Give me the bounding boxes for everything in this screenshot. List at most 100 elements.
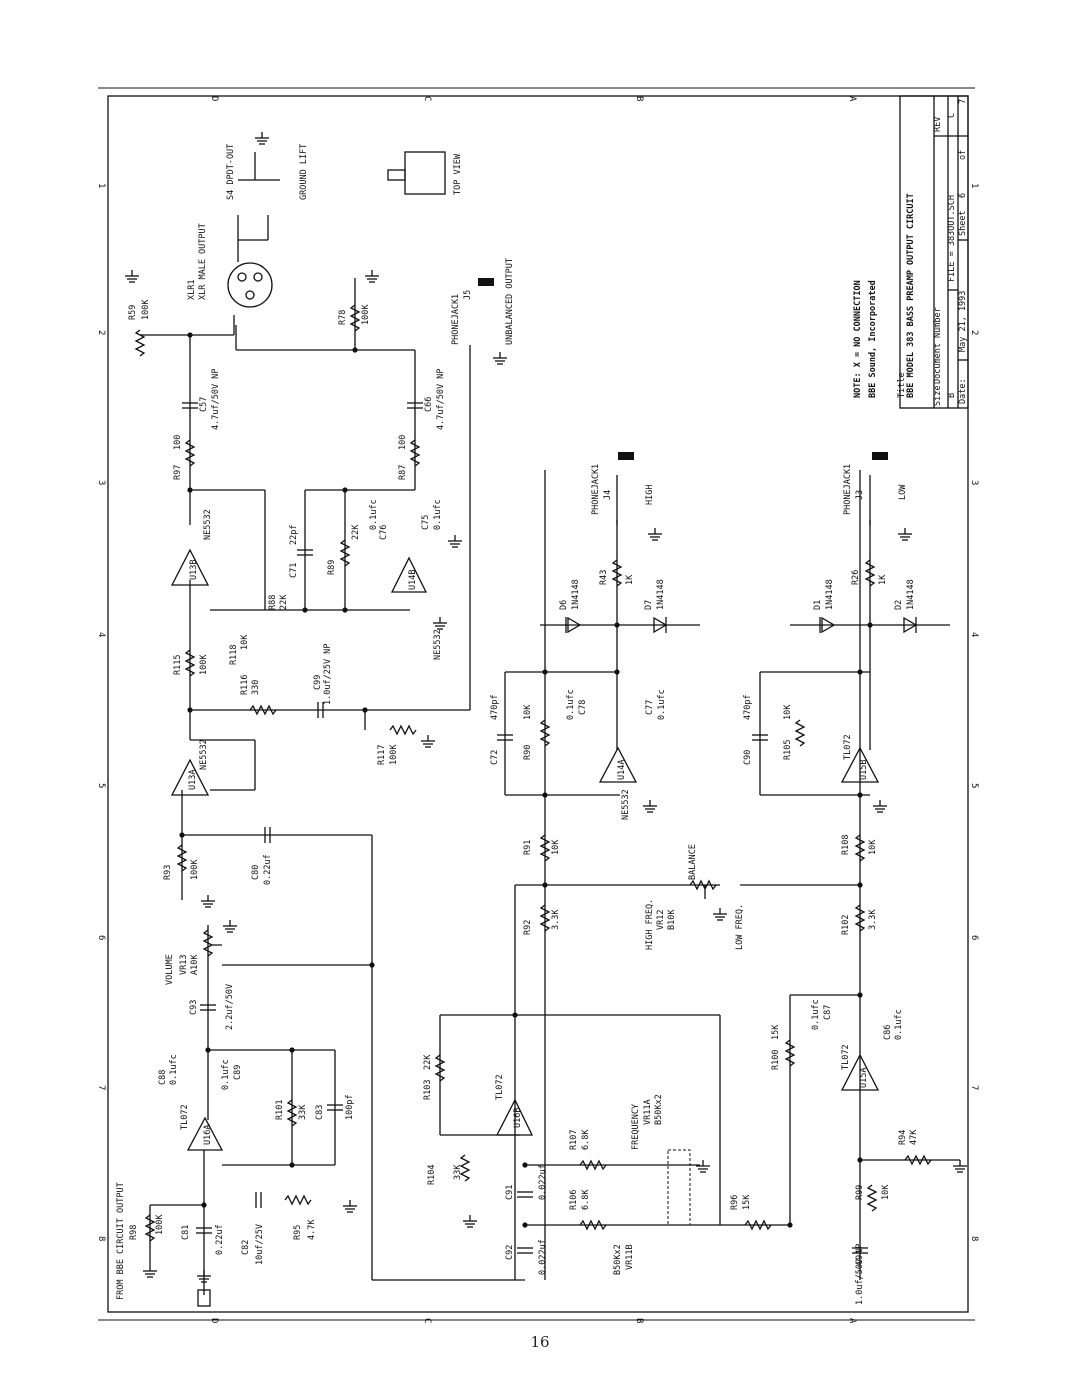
- sheet-label: Sheet: [958, 210, 968, 236]
- zone-right-6: 6: [969, 935, 979, 940]
- u15b-opamp: [840, 746, 880, 783]
- phonejack-j4-label: PHONEJACK1: [591, 464, 601, 515]
- u16a-ref: U16A: [203, 1125, 213, 1145]
- c86-value: 0.1ufc: [894, 1009, 904, 1040]
- c86-ref: C86: [883, 1025, 893, 1040]
- vr11b-ref: VR11B: [625, 1244, 635, 1270]
- r100-resistor: [784, 1039, 796, 1067]
- j5-ref: J5: [463, 290, 473, 300]
- c87-ref: C87: [823, 1005, 833, 1020]
- r117-resistor: [389, 724, 417, 736]
- r78-resistor: [349, 304, 361, 332]
- u15b-ref: U15B: [859, 760, 869, 780]
- r101-ref: R101: [275, 1100, 285, 1120]
- c71-ref: C71: [289, 563, 299, 578]
- u14a-ref: U14A: [617, 760, 627, 780]
- r87-value: 100: [398, 435, 408, 450]
- r117-value: 100K: [389, 744, 399, 765]
- r95-value: 4.7K: [307, 1219, 317, 1240]
- j3-ref: J3: [855, 490, 865, 500]
- r96-ref: R96: [730, 1195, 740, 1210]
- c81-value: 0.22uf: [215, 1224, 225, 1255]
- c83-value: 100pf: [345, 1094, 355, 1120]
- low-output-label: LOW: [898, 484, 908, 500]
- zone-left-5: 5: [96, 783, 106, 788]
- c80-ref: C80: [251, 865, 261, 880]
- document-number-label: Document Number: [933, 307, 943, 384]
- c99-value: 1.0uf/25V NP: [323, 644, 333, 705]
- xlr1-value: XLR MALE OUTPUT: [198, 223, 208, 300]
- r91-ref: R91: [523, 840, 533, 855]
- r98-resistor: [144, 1214, 156, 1242]
- r93-value: 100K: [190, 859, 200, 880]
- company-name: BBE Sound, Incorporated: [868, 280, 878, 398]
- r78-value: 100K: [361, 304, 371, 325]
- vr11b-value: B50Kx2: [613, 1244, 623, 1275]
- c82-capacitor: [255, 1192, 262, 1208]
- r89-ref: R89: [327, 560, 337, 575]
- r115-resistor: [184, 649, 196, 677]
- r108-ref: R108: [841, 835, 851, 855]
- phonejack-j3-label: PHONEJACK1: [843, 464, 853, 515]
- zone-top-c: C: [422, 96, 432, 101]
- c77-ref: C77: [645, 700, 655, 715]
- zone-left-1: 1: [96, 183, 106, 188]
- c82-ref: C82: [241, 1240, 251, 1255]
- c87-value: 0.1ufc: [811, 999, 821, 1030]
- zone-top-a: A: [847, 96, 857, 102]
- xlr1-connector: [227, 262, 273, 308]
- c57-value: 4.7uf/50V NP: [211, 369, 221, 430]
- zone-bottom-a: A: [847, 1318, 857, 1324]
- u14b-opamp: [390, 556, 428, 593]
- d6-value: 1N4148: [571, 579, 581, 610]
- r43-resistor: [611, 559, 623, 587]
- c57-capacitor: [182, 402, 198, 409]
- phonejack-j5-label: PHONEJACK1: [451, 294, 461, 345]
- r94-resistor: [904, 1154, 932, 1166]
- r59-ref: R59: [128, 305, 138, 320]
- c71-value: 22pf: [289, 525, 299, 545]
- r116-value: 330: [251, 680, 261, 695]
- c75-value: 0.1ufc: [433, 499, 443, 530]
- r87-ref: R87: [398, 465, 408, 480]
- r95-ref: R95: [293, 1225, 303, 1240]
- c93-ref: C93: [189, 1000, 199, 1015]
- diodes: [565, 616, 918, 634]
- r97-ref: R97: [173, 465, 183, 480]
- r100-ref: R100: [771, 1050, 781, 1070]
- c76-ref: C76: [379, 525, 389, 540]
- sheet-frame: [98, 87, 975, 1321]
- r103-resistor: [434, 1054, 446, 1082]
- r96-value: 15K: [742, 1194, 752, 1210]
- tl072-u15b-type: TL072: [843, 734, 853, 760]
- r99-resistor: [866, 1184, 878, 1212]
- c83-ref: C83: [315, 1105, 325, 1120]
- c77-value: 0.1ufc: [657, 689, 667, 720]
- resistors: [134, 304, 932, 1242]
- zone-top-b: B: [634, 96, 644, 101]
- zone-bottom-c: C: [422, 1318, 432, 1323]
- potentiometers: [202, 879, 717, 1226]
- r104-ref: R104: [427, 1165, 437, 1185]
- r96-resistor: [744, 1219, 772, 1231]
- high-freq-label: HIGH FREQ.: [645, 899, 655, 950]
- r103-value: 22K: [423, 1054, 433, 1070]
- r88-value: 22K: [279, 594, 289, 610]
- c93-capacitor: [200, 1004, 216, 1011]
- r59-resistor: [134, 329, 146, 357]
- d1-diode: [819, 616, 836, 634]
- ne5532-u13a-type: NE5532: [199, 739, 209, 770]
- r118-ref: R118: [229, 645, 239, 665]
- r90-ref: R90: [523, 745, 533, 760]
- d7-value: 1N4148: [656, 579, 666, 610]
- r89-value: 22K: [351, 524, 361, 540]
- d7-ref: D7: [644, 600, 654, 610]
- sheet-of: of: [958, 150, 968, 160]
- ne5532-u14b-type: NE5532: [433, 629, 443, 660]
- sheet-total: 7: [958, 99, 968, 104]
- ground-symbols: [124, 131, 968, 1283]
- r90-resistor: [539, 719, 551, 747]
- input-label: FROM BBE CIRCUIT OUTPUT: [116, 1182, 126, 1300]
- r105-ref: R105: [783, 740, 793, 760]
